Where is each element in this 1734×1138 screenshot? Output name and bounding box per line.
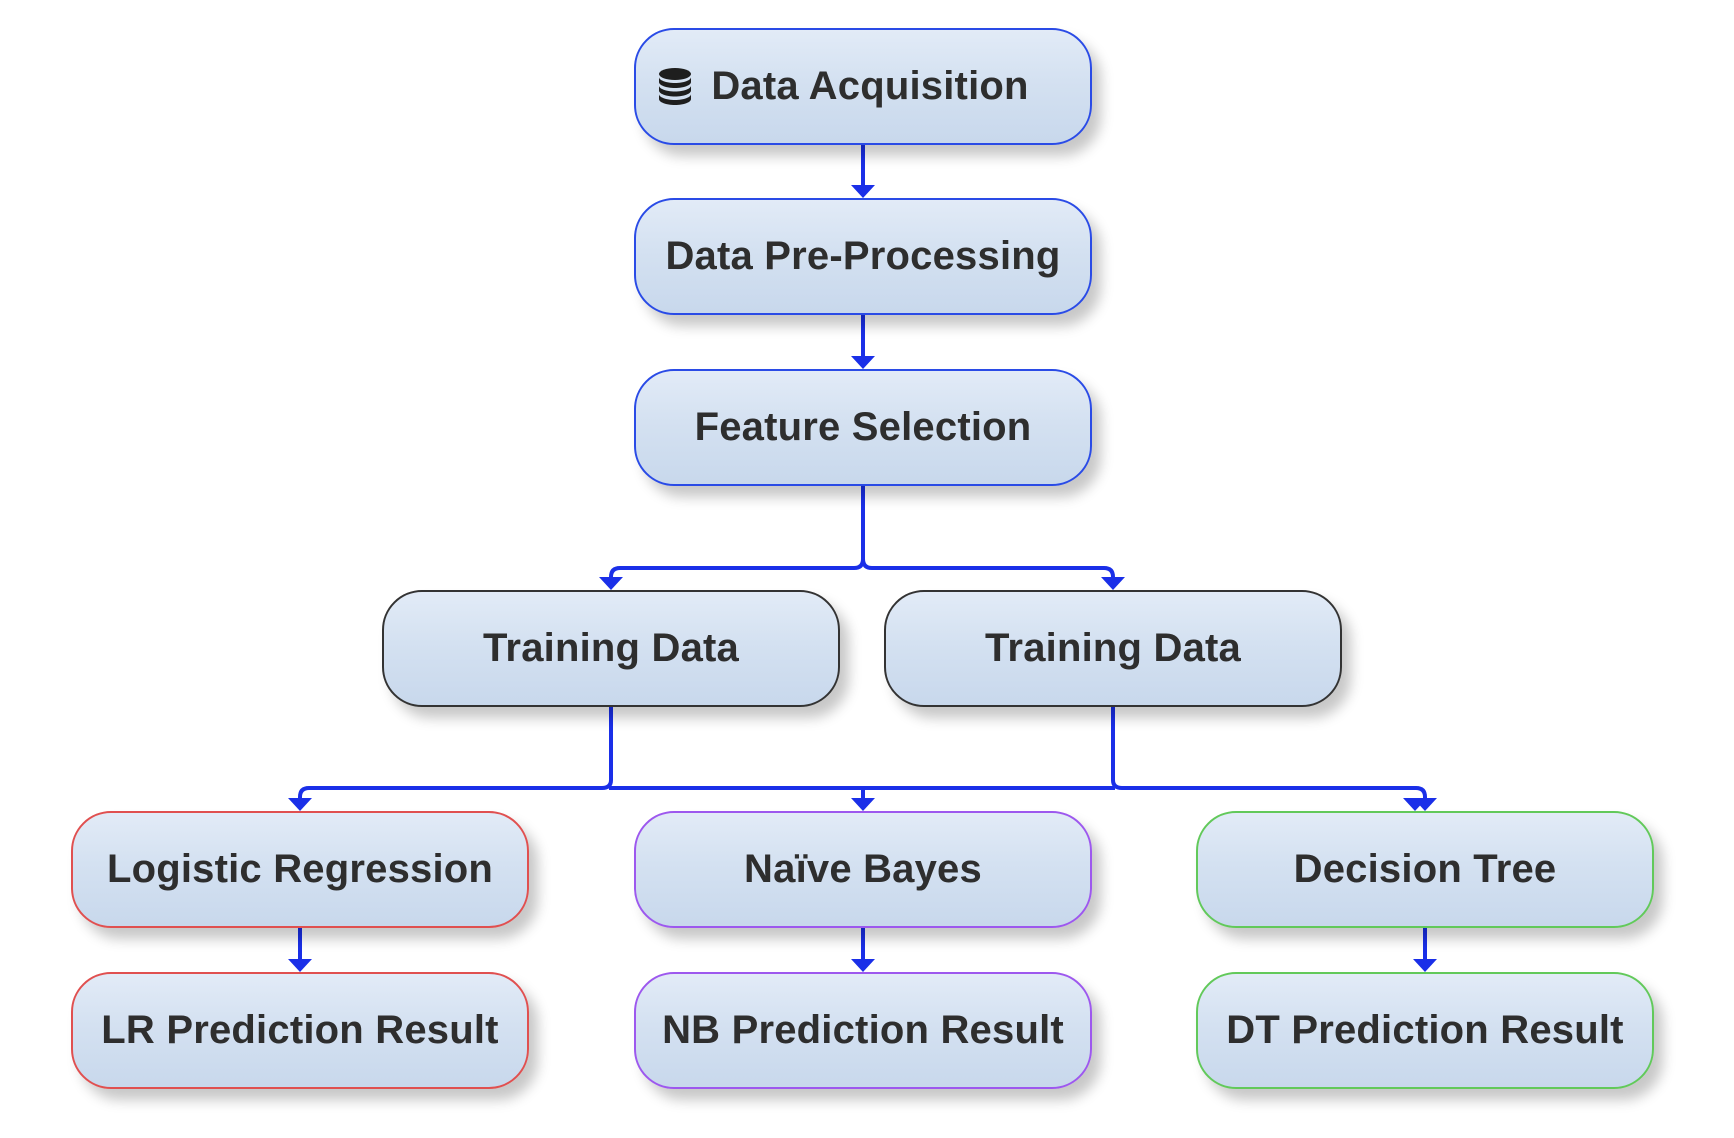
- node-data-acquisition: Data Acquisition: [634, 28, 1092, 145]
- arrowhead: [288, 798, 312, 811]
- node-label: Feature Selection: [694, 405, 1032, 449]
- node-training-data-left: Training Data: [382, 590, 840, 707]
- node-label: Logistic Regression: [106, 847, 494, 891]
- arrowhead: [851, 798, 875, 811]
- arrowhead: [851, 959, 875, 972]
- arrowhead: [1413, 959, 1437, 972]
- node-label: Training Data: [483, 626, 739, 670]
- node-decision-tree: Decision Tree: [1196, 811, 1654, 928]
- node-logistic-regression: Logistic Regression: [71, 811, 529, 928]
- edge-training-to-logistic-regression: [298, 779, 613, 800]
- node-label: Decision Tree: [1293, 847, 1557, 891]
- node-lr-prediction-result: LR Prediction Result: [71, 972, 529, 1089]
- arrowhead: [1101, 577, 1125, 590]
- node-label: LR Prediction Result: [101, 1008, 499, 1052]
- node-label: Data Acquisition: [711, 64, 1029, 108]
- database-icon: [659, 67, 692, 105]
- node-label: Training Data: [985, 626, 1241, 670]
- node-dt-prediction-result: DT Prediction Result: [1196, 972, 1654, 1089]
- arrowhead: [851, 185, 875, 198]
- node-label: DT Prediction Result: [1226, 1008, 1624, 1052]
- arrowhead: [851, 356, 875, 369]
- node-label: NB Prediction Result: [662, 1008, 1064, 1052]
- edge-feature-selection-to-training-left: [609, 558, 865, 579]
- arrowhead: [1403, 798, 1427, 811]
- node-nb-prediction-result: NB Prediction Result: [634, 972, 1092, 1089]
- node-data-preprocessing: Data Pre-Processing: [634, 198, 1092, 315]
- node-training-data-right: Training Data: [884, 590, 1342, 707]
- node-naive-bayes: Naïve Bayes: [634, 811, 1092, 928]
- node-feature-selection: Feature Selection: [634, 369, 1092, 486]
- arrowhead: [599, 577, 623, 590]
- node-label: Naïve Bayes: [744, 847, 982, 891]
- edge-training-to-decision-tree: [1111, 779, 1427, 800]
- edge-feature-selection-to-training-right: [861, 558, 1115, 579]
- arrowhead: [288, 959, 312, 972]
- node-label: Data Pre-Processing: [665, 234, 1061, 278]
